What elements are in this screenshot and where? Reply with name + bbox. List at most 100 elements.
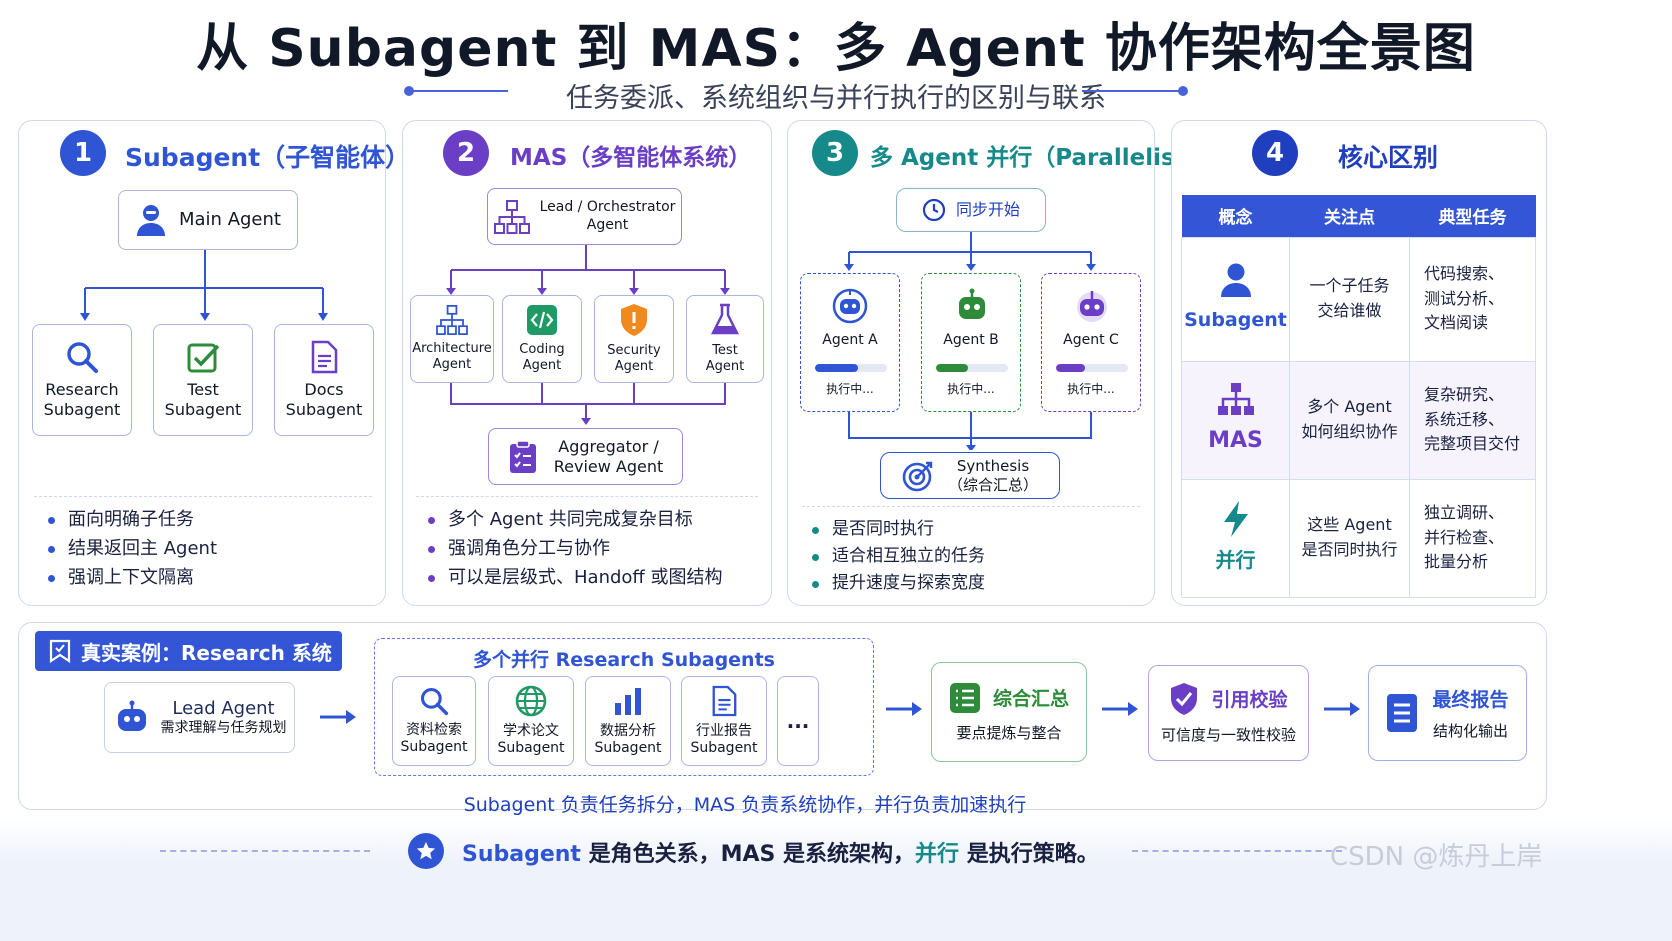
review-agent-label: Review Agent [553,456,664,476]
bullet: 强调上下文隔离 [46,564,217,593]
panel-3-divider [802,506,1140,507]
lead-agent-label: Agent [586,216,629,233]
panel-2-number: 2 [443,130,489,176]
agent-a-box: Agent A 执行中... [800,273,900,412]
sub-type-label: Subagent [400,739,468,755]
check-icon [187,343,220,373]
security-agent-box: Security Agent [594,295,674,383]
final-report-title: 最终报告 [1432,689,1509,712]
summary-step-title: 综合汇总 [992,688,1069,711]
citation-step-box: 引用校验 可信度与一致性校验 [1148,665,1309,761]
test-label: Test [712,342,738,358]
footer-subagent: Subagent [462,842,581,867]
panel-2-connectors [446,245,730,425]
user-icon [137,205,165,236]
concept-cell: Subagent [1181,236,1290,362]
panel-2-title: MAS（多智能体系统） [510,145,752,171]
final-report-step-box: 最终报告 结构化输出 [1368,665,1527,761]
comparison-table: 概念 关注点 典型任务 Subagent 一个子任务交给谁做 代码搜索、测试分析… [1181,195,1536,598]
bullet: 可以是层级式、Handoff 或图结构 [426,564,723,593]
panel-4-number: 4 [1252,130,1298,176]
security-agent-label: Agent [614,359,654,374]
search-icon [67,342,98,373]
clipboard-icon [509,439,536,473]
concept-cell: 并行 [1181,478,1290,598]
panel-4-title: 核心区别 [1338,143,1439,172]
task-line: 文档阅读 [1424,313,1489,333]
architecture-label: Architecture [412,340,492,356]
bullet: 是否同时执行 [810,516,985,543]
footer-right-dashes [1132,850,1342,852]
focus-line: 交给谁做 [1317,301,1382,320]
agent-b-status: 执行中... [947,382,995,396]
header-focus: 关注点 [1289,195,1410,237]
bullet: 强调角色分工与协作 [426,535,723,564]
sync-start-label: 同步开始 [955,200,1020,219]
test-agent-label: Agent [705,359,745,374]
summary-step-sub: 要点提炼与整合 [956,723,1062,742]
agent-a-label: Agent A [822,332,878,348]
hierarchy-icon [1217,383,1254,416]
aggregator-label: Aggregator / [558,436,659,456]
agent-b-box: Agent B 执行中... [921,273,1021,412]
arrow-icon [1102,702,1138,716]
parallel-group-title: 多个并行 Research Subagents [473,649,775,671]
report-icon [1387,694,1418,732]
coding-agent-box: Coding Agent [502,295,582,383]
clock-icon [922,198,946,222]
user-icon [1220,263,1251,298]
page-subtitle: 任务委派、系统组织与并行执行的区别与联系 [566,83,1106,114]
final-report-sub: 结构化输出 [1432,722,1508,741]
task-line: 系统迁移、 [1424,409,1505,429]
globe-icon [515,685,547,716]
docs-subagent-box: Docs Subagent [274,324,374,436]
sync-start-box: 同步开始 [896,188,1046,232]
page-title: 从 Subagent 到 MAS：多 Agent 协作架构全景图 [196,19,1476,79]
docs-subagent-label: Subagent [285,400,363,419]
bookmark-icon [49,639,71,663]
data-analysis-subagent-box: 数据分析 Subagent [585,676,671,766]
architecture-agent-box: Architecture Agent [410,295,494,383]
sub-label: 学术论文 [503,722,559,739]
robot-icon [1077,291,1107,322]
footer-text: 是角色关系，MAS 是系统架构， [580,842,916,867]
panel-2-bullets: 多个 Agent 共同完成复杂目标 强调角色分工与协作 可以是层级式、Hando… [426,506,723,592]
panel-1-number: 1 [60,130,106,176]
sub-type-label: Subagent [690,740,758,756]
agent-b-progress [936,364,1008,372]
tasks-cell: 代码搜索、测试分析、文档阅读 [1409,236,1536,362]
citation-step-title: 引用校验 [1211,689,1288,712]
star-badge [408,833,444,869]
lightning-icon [1223,500,1248,537]
synthesis-box: Synthesis（综合汇总） [880,452,1060,499]
hierarchy-icon [436,304,468,335]
agent-c-status: 执行中... [1067,382,1115,396]
subtitle-right-line [1082,90,1182,92]
focus-cell: 一个子任务交给谁做 [1289,236,1410,362]
task-line: 独立调研、 [1424,502,1505,522]
research-label: Research [45,380,119,399]
task-line: 复杂研究、 [1424,384,1505,404]
bullet: 面向明确子任务 [46,506,217,535]
case-lead-sub: 需求理解与任务规划 [160,720,287,736]
bar-chart-icon [615,687,641,715]
sub-type-label: Subagent [594,740,662,756]
code-icon [527,304,557,335]
agent-c-box: Agent C 执行中... [1041,273,1141,412]
panel-3-connectors [844,232,1096,450]
document-icon [311,340,338,374]
sub-type-label: Subagent [497,740,565,756]
agent-a-status: 执行中... [826,382,874,396]
watermark: CSDN @炼丹上岸 [1330,842,1543,872]
panel-1-connectors [80,250,328,321]
docs-label: Docs [304,380,344,399]
main-agent-label: Main Agent [179,208,281,230]
bullet: 提升速度与探索宽度 [810,570,985,597]
citation-step-sub: 可信度与一致性校验 [1160,725,1296,744]
panel-1-title: Subagent（子智能体） [125,143,411,172]
footer-band [0,820,1672,941]
header-tasks: 典型任务 [1409,195,1536,237]
task-line: 批量分析 [1424,552,1489,572]
